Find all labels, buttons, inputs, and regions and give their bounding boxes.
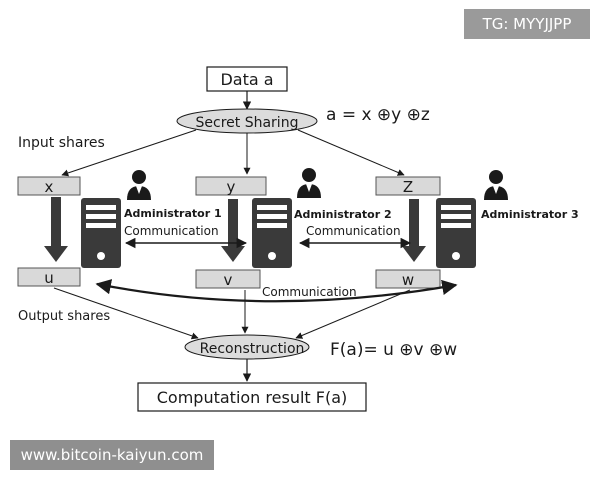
telegram-watermark-badge: TG: MYYJJPP — [464, 9, 590, 39]
sharing-formula: a = x ⊕y ⊕z — [326, 105, 430, 125]
administrator-2-label: Administrator 2 — [294, 208, 392, 221]
server-icon-2 — [252, 198, 292, 268]
communication-label-2: Communication — [306, 224, 401, 238]
person-icon-1 — [127, 170, 151, 200]
reconstruction-formula: F(a)= u ⊕v ⊕w — [330, 340, 457, 360]
person-icon-2 — [297, 168, 321, 198]
share-u-box — [17, 267, 81, 287]
share-z-box — [375, 176, 441, 196]
server-icon-3 — [436, 198, 476, 268]
person-icon-3 — [484, 170, 508, 200]
share-x-label: x — [45, 178, 54, 196]
compute-arrow-3 — [402, 199, 426, 262]
share-z-label: Z — [403, 178, 413, 196]
output-shares-label: Output shares — [18, 309, 110, 324]
data-a-box — [206, 66, 288, 92]
share-u-label: u — [44, 269, 54, 287]
server-icon-1 — [81, 198, 121, 268]
computation-result-label: Computation result F(a) — [157, 388, 348, 407]
communication-label-3: Communication — [262, 285, 357, 299]
share-v-label: v — [224, 271, 233, 289]
compute-arrow-2 — [221, 199, 245, 262]
communication-label-1: Communication — [124, 224, 219, 238]
secret-sharing-label: Secret Sharing — [196, 115, 299, 131]
share-w-label: w — [402, 271, 414, 289]
administrator-3-label: Administrator 3 — [481, 208, 579, 221]
compute-arrow-1 — [44, 197, 68, 262]
share-y-label: y — [227, 178, 236, 196]
share-x-box — [17, 176, 81, 196]
website-watermark-badge: www.bitcoin-kaiyun.com — [10, 440, 214, 470]
communication-curve — [95, 279, 458, 303]
share-y-box — [195, 176, 267, 196]
administrator-1-label: Administrator 1 — [124, 207, 222, 220]
reconstruction-label: Reconstruction — [200, 341, 305, 357]
input-shares-label: Input shares — [18, 135, 105, 151]
data-a-label: Data a — [220, 70, 273, 89]
computation-result-box — [137, 382, 367, 412]
